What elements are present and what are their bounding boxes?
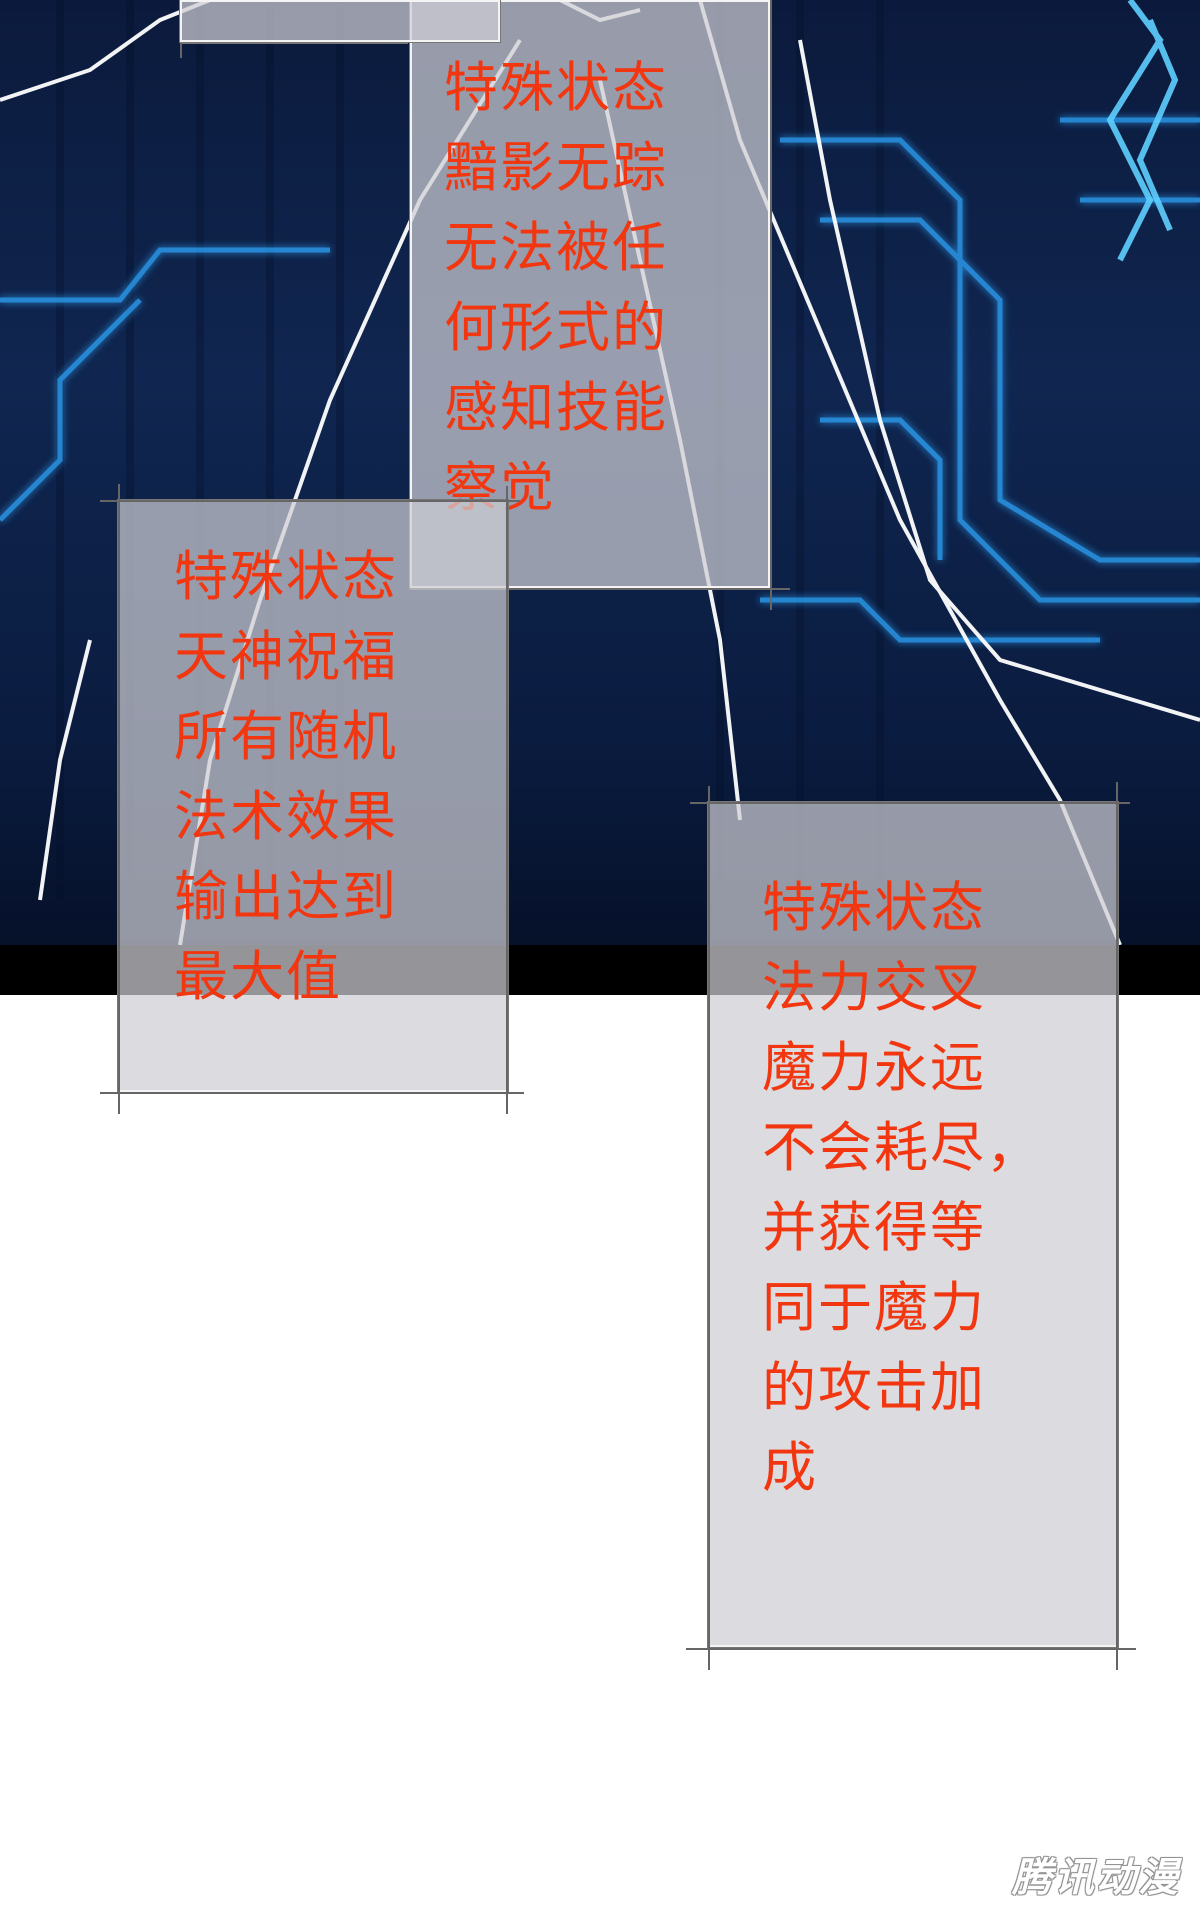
frame-line [100, 500, 520, 502]
caption-panel-left [117, 499, 509, 1093]
frame-line [100, 1092, 524, 1094]
frame-line [118, 484, 120, 1114]
caption-panel-top [409, 0, 771, 589]
frame-line [410, 588, 790, 590]
frame-line [506, 486, 508, 1114]
watermark-logo: 腾讯动漫 [1012, 1855, 1180, 1901]
caption-text-right: 特殊状态 法力交叉 魔力永远 不会耗尽， 并获得等 同于魔力 的攻击加 成 [762, 876, 1042, 1499]
caption-text-top: 特殊状态 黯影无踪 无法被任 何形式的 感知技能 察觉 [444, 56, 668, 519]
frame-line [770, 0, 772, 610]
caption-panel-right [707, 801, 1119, 1648]
frame-line [180, 42, 408, 44]
frame-line [690, 802, 1130, 804]
frame-line [1116, 782, 1118, 1670]
caption-panel-top-stub [179, 0, 501, 43]
frame-line [708, 786, 710, 1670]
caption-text-left: 特殊状态 天神祝福 所有随机 法术效果 输出达到 最大值 [174, 545, 398, 1008]
frame-line [686, 1648, 1136, 1650]
